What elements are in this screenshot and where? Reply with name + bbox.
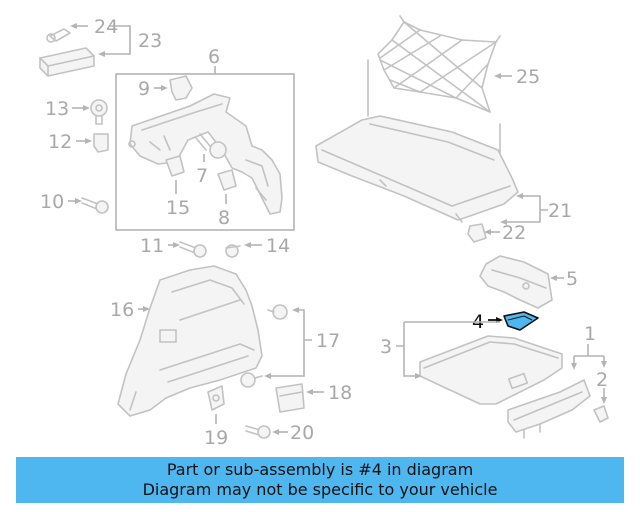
part-8-clip [217, 169, 237, 191]
callout-15: 15 [166, 197, 190, 219]
part-19-hook [207, 385, 225, 411]
callout-10: 10 [40, 191, 64, 213]
callout-11: 11 [140, 235, 164, 257]
callout-23: 23 [138, 30, 162, 52]
callout-17: 17 [316, 330, 340, 352]
part-10-bolt [81, 197, 109, 214]
part-21-cargo-cover [315, 59, 519, 223]
part-16-trim-panel [117, 265, 263, 417]
callout-14: 14 [266, 235, 290, 257]
part-4-pad-highlighted [503, 311, 539, 331]
part-20-screw [245, 425, 271, 439]
callout-18: 18 [328, 382, 352, 404]
callout-2: 2 [596, 369, 608, 391]
callout-6: 6 [208, 46, 220, 68]
part-15-clip [165, 155, 185, 177]
part-23-lamp [39, 47, 95, 77]
callout-19: 19 [204, 427, 228, 449]
part-25-cargo-net [377, 15, 501, 113]
callout-16: 16 [110, 299, 134, 321]
part-12-retainer [93, 133, 109, 153]
callout-5: 5 [566, 268, 578, 290]
callout-9: 9 [138, 78, 150, 100]
callout-20: 20 [290, 422, 314, 444]
callout-7: 7 [196, 165, 208, 187]
callout-1: 1 [584, 323, 596, 345]
part-2-clip [593, 405, 609, 423]
part-7-screw [195, 133, 227, 159]
part-6-bracket [128, 93, 283, 215]
banner-line-1: Part or sub-assembly is #4 in diagram [166, 460, 474, 479]
callout-13: 13 [45, 98, 69, 120]
part-24-bulb [46, 28, 71, 43]
part-13-clip [90, 99, 108, 125]
callout-3: 3 [380, 336, 392, 358]
part-17-screw-a [267, 304, 288, 320]
callout-22: 22 [502, 222, 526, 244]
banner-line-2: Diagram may not be specific to your vehi… [142, 480, 498, 499]
part-17-screw-b [240, 372, 263, 388]
callout-8: 8 [218, 207, 230, 229]
callout-21: 21 [548, 200, 572, 222]
part-18-clip [275, 383, 305, 413]
part-11-screw [179, 241, 207, 258]
part-1-sill-plate [507, 379, 591, 439]
part-14-screw [225, 244, 241, 258]
callout-25: 25 [516, 66, 540, 88]
part-22-hook [467, 223, 487, 243]
callout-12: 12 [48, 131, 72, 153]
part-9-clip [169, 75, 193, 101]
callout-24: 24 [94, 16, 118, 38]
part-5-bracket [479, 255, 553, 309]
part-3-floor-board [419, 335, 563, 405]
info-banner: Part or sub-assembly is #4 in diagram Di… [16, 457, 624, 503]
